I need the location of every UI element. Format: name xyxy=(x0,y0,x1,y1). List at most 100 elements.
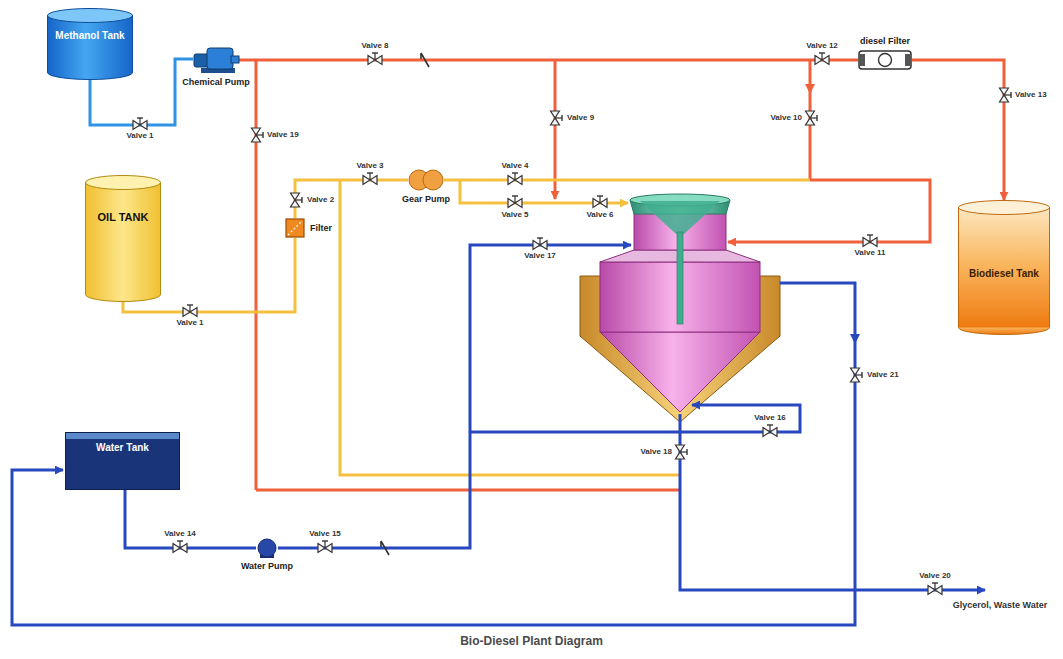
pipe xyxy=(470,405,800,432)
valve-label: Valve 11 xyxy=(853,248,886,258)
pipe-connector xyxy=(912,60,1004,200)
filter-label: Filter xyxy=(309,223,333,234)
valve-symbol xyxy=(368,53,382,65)
valve-label: Valve 4 xyxy=(500,161,529,171)
valve-stem xyxy=(256,134,263,135)
valve-body xyxy=(133,121,147,130)
valve-handle xyxy=(932,582,938,583)
valve-label: Valve 16 xyxy=(753,413,787,423)
pipe-connector xyxy=(295,180,408,218)
valve-stem xyxy=(179,541,180,548)
stirrer-shaft xyxy=(677,232,683,324)
valve-label: Valve 3 xyxy=(355,161,384,171)
valve-handle xyxy=(561,115,562,121)
valve-label: Valve 17 xyxy=(523,251,557,261)
gear-pump-shape xyxy=(408,169,444,191)
valve-stem xyxy=(934,583,935,590)
pipe xyxy=(444,179,810,182)
chemical-pump-shape xyxy=(193,44,239,74)
water-pump-shape xyxy=(256,538,278,558)
valve-symbol xyxy=(318,541,332,553)
caption: Bio-Diesel Plant Diagram xyxy=(0,634,1063,649)
valve-symbol xyxy=(863,235,877,247)
valve-symbol xyxy=(851,368,863,382)
valve-body xyxy=(815,56,829,65)
reactor-funnel xyxy=(640,201,720,234)
valve-label: Valve 2 xyxy=(306,195,335,205)
valve-handle xyxy=(322,540,328,541)
valve-body xyxy=(863,238,877,247)
valve-symbol xyxy=(763,425,777,437)
valve-label: Valve 12 xyxy=(805,41,839,51)
valve-handle xyxy=(867,234,873,235)
tank-body xyxy=(86,182,161,295)
valve-stem xyxy=(295,199,302,200)
valve-symbol xyxy=(508,196,522,208)
valve-label: Valve 1 xyxy=(175,318,204,328)
filter-cap xyxy=(905,54,911,66)
valve-stem xyxy=(599,196,600,203)
valve-symbol xyxy=(183,305,197,317)
valve-stem xyxy=(555,117,562,118)
pipe-connector xyxy=(239,59,858,62)
valve-symbol xyxy=(928,583,942,595)
filter-housing xyxy=(859,51,911,69)
valve-stem xyxy=(810,117,817,118)
valve-body xyxy=(593,199,607,208)
pump-label: Gear Pump xyxy=(401,194,451,205)
valve-body xyxy=(363,176,377,185)
tank-label: OIL TANK xyxy=(98,211,149,224)
valve-body xyxy=(676,445,685,459)
tank-side xyxy=(959,207,1050,328)
tank-label: Methanol Tank xyxy=(55,30,124,42)
valve-body xyxy=(533,241,547,250)
valve-body xyxy=(928,586,942,595)
pipe-connector xyxy=(125,490,256,548)
valve-stem xyxy=(769,425,770,432)
oil-tank-shape xyxy=(85,175,161,302)
valve-handle xyxy=(177,540,183,541)
chemical-pump: Chemical Pump xyxy=(193,44,239,74)
reactor-cone xyxy=(600,332,760,412)
filter-body xyxy=(286,219,304,237)
valve-label: Valve 20 xyxy=(918,571,952,581)
valve-symbol xyxy=(533,238,547,250)
valve-stem xyxy=(514,173,515,180)
valve-stem xyxy=(869,235,870,242)
valve-handle xyxy=(767,424,773,425)
pipe xyxy=(554,60,557,199)
pipe xyxy=(460,180,628,203)
pump-body xyxy=(207,48,233,69)
pump-label: Chemical Pump xyxy=(181,77,251,88)
valve-body xyxy=(368,56,382,65)
valve-label: Valve 14 xyxy=(163,529,197,539)
check-valve-group xyxy=(381,53,429,555)
pump-body xyxy=(258,539,276,557)
valve-stem xyxy=(139,118,140,125)
valve-label: Valve 15 xyxy=(308,529,342,539)
valve-label: Valve 9 xyxy=(566,113,595,123)
valve-symbol xyxy=(173,541,187,553)
methanol-tank-shape xyxy=(47,8,133,80)
valve-symbol xyxy=(508,173,522,185)
valve-symbol xyxy=(815,53,829,65)
tank-body xyxy=(959,207,1050,328)
tank-label: Biodiesel Tank xyxy=(969,268,1039,280)
valve-handle xyxy=(367,172,373,173)
pump-outlet xyxy=(231,56,239,63)
valve-symbol xyxy=(363,173,377,185)
pipe xyxy=(256,489,680,492)
biodiesel-tank: Biodiesel Tank xyxy=(958,200,1050,335)
water-tank-body xyxy=(66,433,180,490)
pipe xyxy=(680,414,985,590)
tank-label: Water Tank xyxy=(96,442,149,454)
filter-label: diesel Filter xyxy=(859,36,911,47)
valve-stem xyxy=(539,238,540,245)
check-valve-symbol xyxy=(381,541,389,555)
water-tank: Water Tank xyxy=(65,432,180,490)
flow-arrow-group xyxy=(805,84,860,344)
valve-body xyxy=(551,111,560,125)
